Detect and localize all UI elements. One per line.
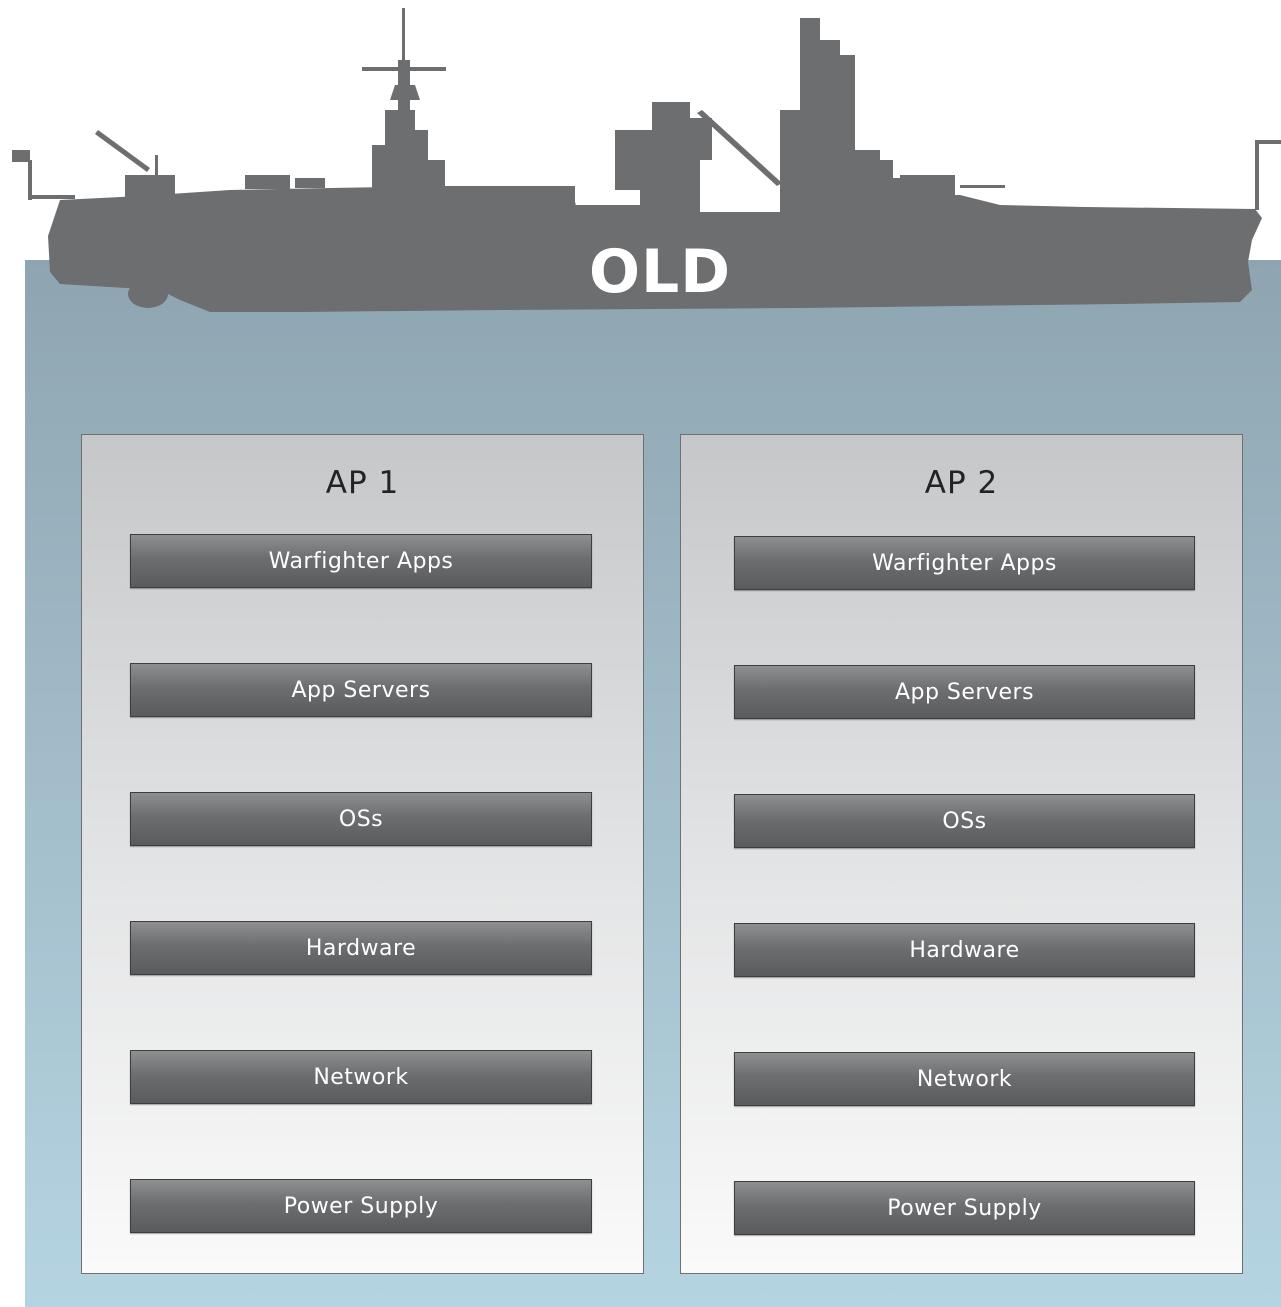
layer-oss: OSs bbox=[130, 792, 592, 846]
ship-silhouette bbox=[12, 8, 1281, 312]
stack-title: AP 2 bbox=[924, 465, 999, 501]
layer-hardware: Hardware bbox=[734, 923, 1195, 977]
layer-warfighter-apps: Warfighter Apps bbox=[130, 534, 592, 588]
stack-panel-ap2: AP 2 Warfighter Apps App Servers OSs Har… bbox=[680, 434, 1243, 1274]
layer-oss: OSs bbox=[734, 794, 1195, 848]
layer-warfighter-apps: Warfighter Apps bbox=[734, 536, 1195, 590]
ship-label: OLD bbox=[588, 237, 732, 307]
layer-app-servers: App Servers bbox=[130, 663, 592, 717]
layer-power-supply: Power Supply bbox=[130, 1179, 592, 1233]
stack-panel-ap1: AP 1 Warfighter Apps App Servers OSs Har… bbox=[81, 434, 644, 1274]
layer-power-supply: Power Supply bbox=[734, 1181, 1195, 1235]
layer-hardware: Hardware bbox=[130, 921, 592, 975]
layer-network: Network bbox=[734, 1052, 1195, 1106]
layer-network: Network bbox=[130, 1050, 592, 1104]
stack-title: AP 1 bbox=[325, 465, 400, 501]
layer-app-servers: App Servers bbox=[734, 665, 1195, 719]
